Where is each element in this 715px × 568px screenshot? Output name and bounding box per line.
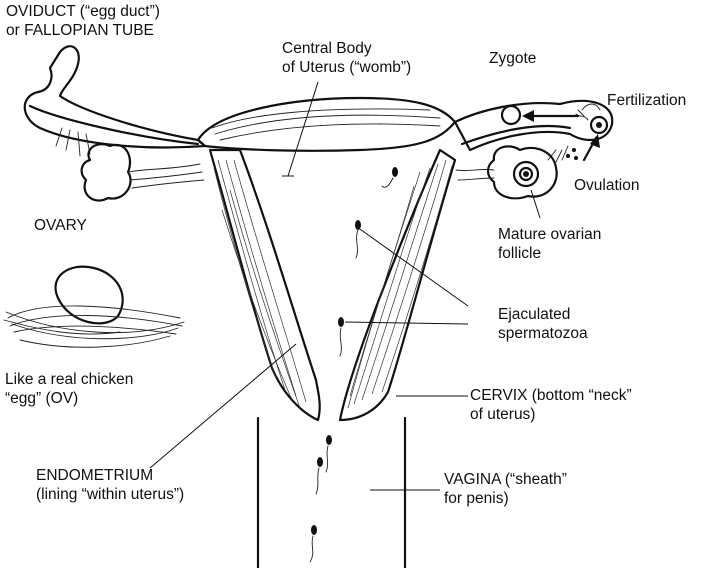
right-ovary xyxy=(456,146,557,198)
label-ovulation: Ovulation xyxy=(574,176,639,195)
label-fertilization: Fertilization xyxy=(607,91,686,110)
fertilization-egg xyxy=(576,114,607,133)
right-oviduct xyxy=(455,101,612,150)
zygote xyxy=(502,106,578,124)
left-uterine-wall xyxy=(210,150,320,420)
label-chicken-egg: Like a real chicken“egg” (OV) xyxy=(5,370,133,408)
leader-lines xyxy=(150,82,540,490)
label-zygote: Zygote xyxy=(489,49,536,68)
uterus-fundus xyxy=(198,98,455,151)
left-ovary xyxy=(82,144,204,200)
left-oviduct xyxy=(25,46,205,156)
label-endometrium: ENDOMETRIUM(lining “within uterus”) xyxy=(36,466,184,504)
label-ovary: OVARY xyxy=(34,216,87,235)
label-vagina: VAGINA (“sheath”for penis) xyxy=(444,470,567,508)
chicken-egg-illustration xyxy=(4,267,184,348)
label-oviduct: OVIDUCT (“egg duct”)or FALLOPIAN TUBE xyxy=(6,2,160,40)
ovulation-arrow xyxy=(548,134,600,162)
label-cervix: CERVIX (bottom “neck”of uterus) xyxy=(470,386,632,424)
spermatozoa xyxy=(310,167,398,562)
